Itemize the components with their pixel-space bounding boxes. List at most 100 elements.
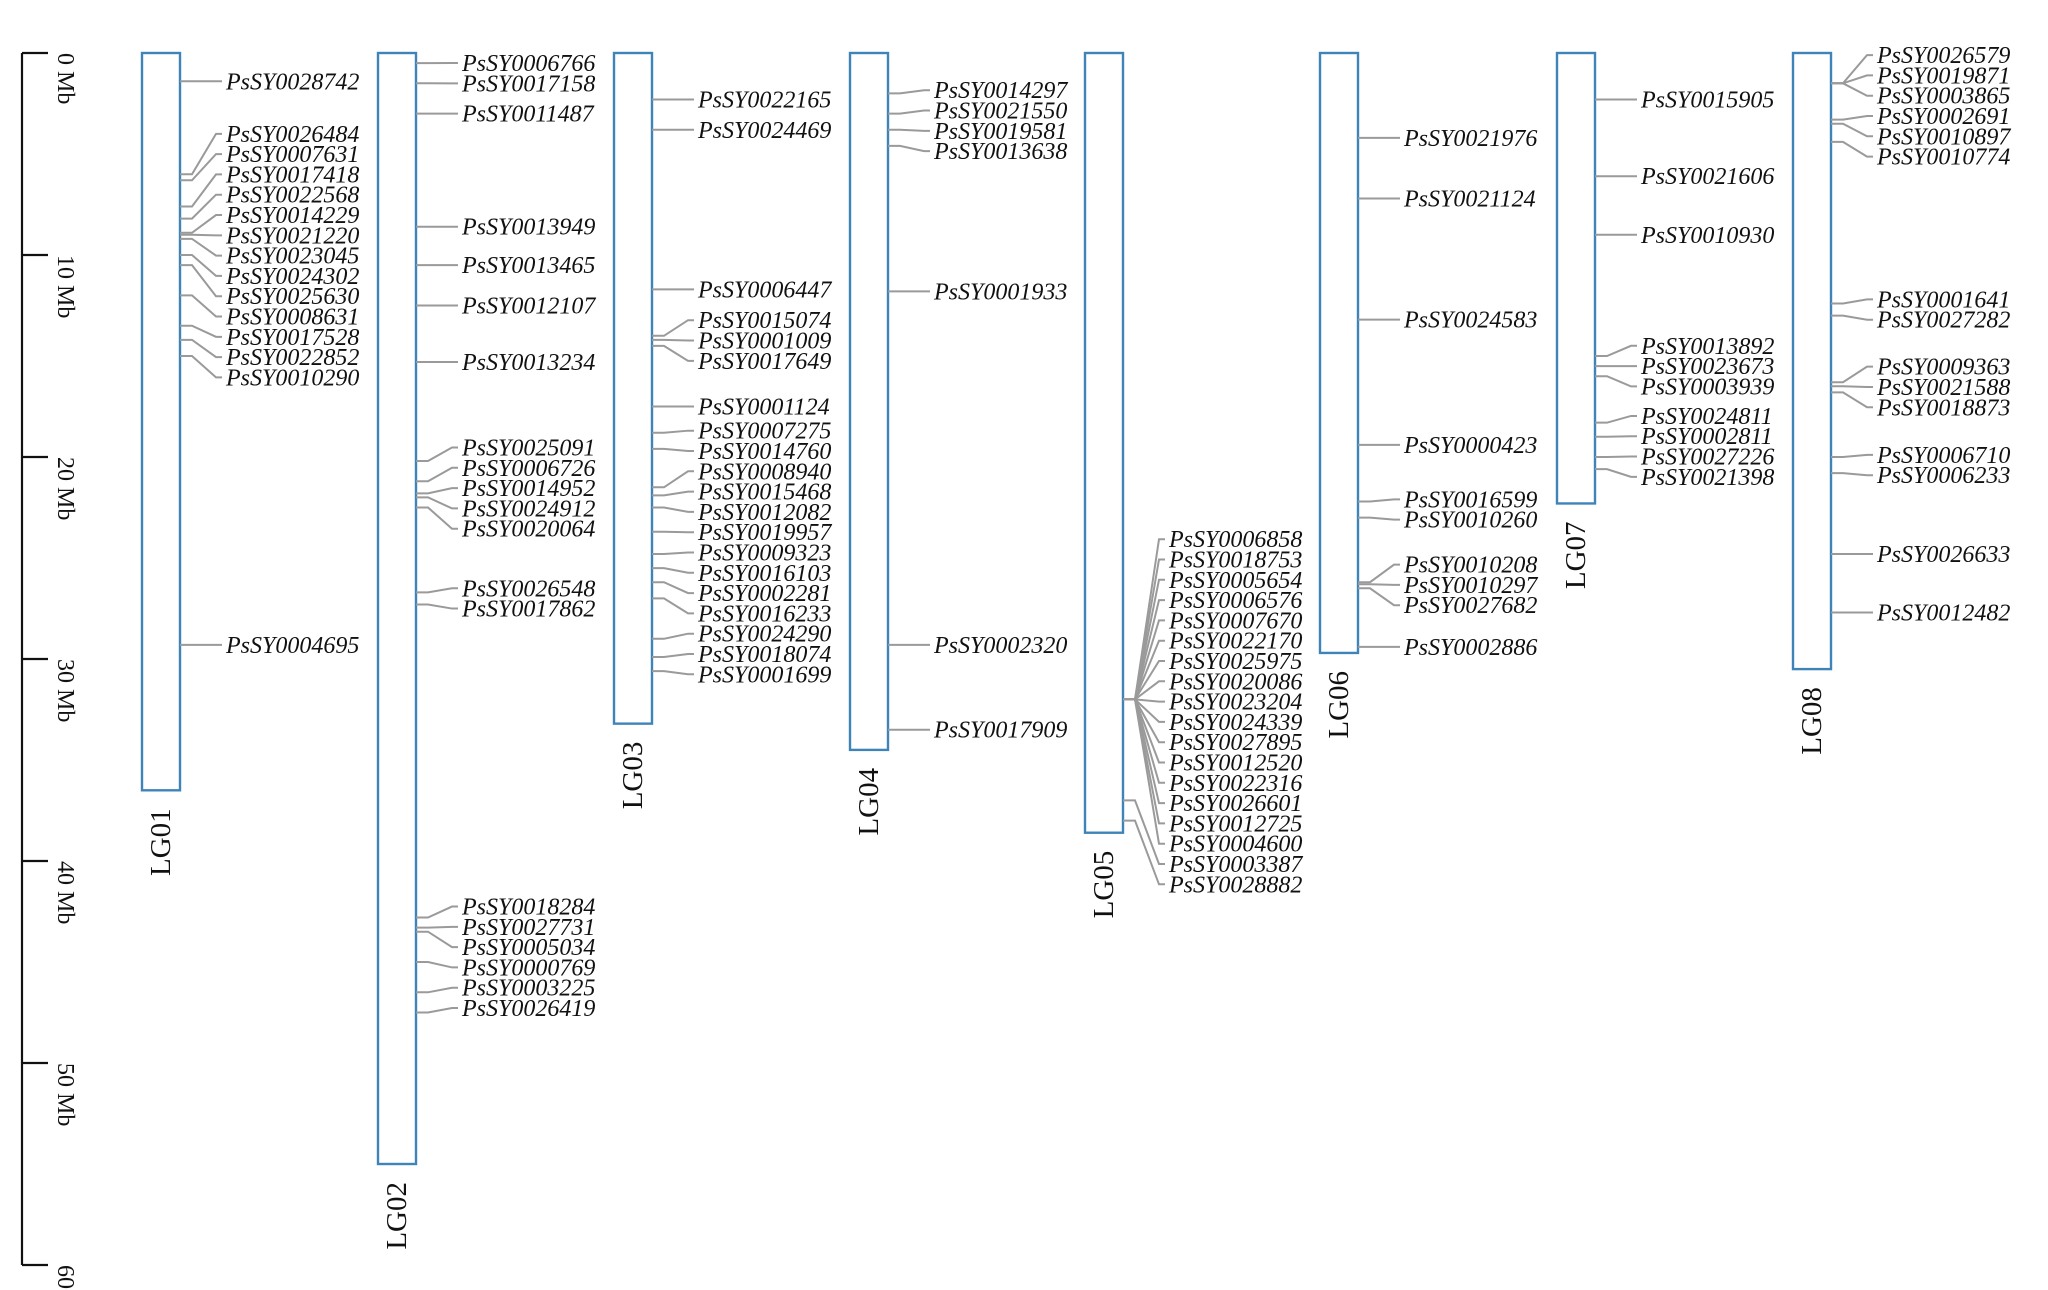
marker-label: PsSY0012482 [1876,601,2010,627]
marker-label: PsSY0024339 [1168,710,1302,736]
marker-label: PsSY0004600 [1168,832,1302,858]
marker-label: PsSY0024811 [1640,404,1773,430]
marker-label: PsSY0010260 [1403,508,1537,534]
marker-label: PsSY0002320 [933,633,1067,659]
marker-label: PsSY0013465 [461,253,595,279]
marker-label: PsSY0014952 [461,476,595,502]
marker-leader [1831,74,1873,85]
marker-label: PsSY0010774 [1876,145,2010,171]
marker-leader [1358,563,1400,584]
chromosome-bar [612,51,654,725]
marker-label: PsSY0001933 [933,279,1067,305]
marker-leader [180,264,222,298]
marker-label: PsSY0018873 [1876,395,2010,421]
marker-leader [652,670,694,676]
marker-label: PsSY0028742 [225,69,359,95]
marker-label: PsSY0013638 [933,139,1067,165]
marker-label: PsSY0005034 [461,935,595,961]
chromosomes: LG01PsSY0028742PsSY0026484PsSY0007631PsS… [140,43,2011,1250]
marker-leader [1831,298,1873,305]
marker-label: PsSY0020064 [461,517,595,543]
marker-label: PsSY0003225 [461,976,595,1002]
scale-tick-label: 20 Mb [52,457,78,520]
marker-label: PsSY0024290 [697,622,831,648]
marker-leader [1831,365,1873,384]
marker-label: PsSY0016103 [697,561,831,587]
chromosome-bar [1083,51,1125,834]
chromosome-bar [1318,51,1360,655]
marker-label: PsSY0012520 [1168,750,1302,776]
marker-label: PsSY0022316 [1168,771,1302,797]
marker-leader [1358,583,1400,586]
marker-leader [652,597,694,615]
marker-leader [652,551,694,555]
chromosome-lg04: LG04PsSY0014297PsSY0021550PsSY0019581PsS… [848,51,1068,836]
marker-leader [1831,115,1873,121]
marker-leader [180,214,222,234]
marker-label: PsSY0015905 [1640,87,1774,113]
marker-label: PsSY0018074 [697,642,831,668]
marker-leader [416,961,458,969]
marker-label: PsSY0011487 [461,102,595,128]
marker-label: PsSY0025091 [461,436,595,462]
marker-label: PsSY0006233 [1876,463,2010,489]
marker-label: PsSY0001641 [1876,287,2010,313]
marker-label: PsSY0001009 [697,329,831,355]
marker-label: PsSY0007631 [225,142,359,168]
marker-label: PsSY0021220 [225,223,359,249]
chromosome-label: LG04 [853,767,885,835]
marker-leader [416,506,458,530]
marker-leader [416,446,458,463]
marker-leader [416,930,458,949]
marker-label: PsSY0014229 [225,203,359,229]
marker-leader [652,429,694,434]
scale-tick-label: 10 Mb [52,255,78,318]
chromosome-bar [1791,51,1833,671]
marker-label: PsSY0009363 [1876,355,2010,381]
marker-leader [416,466,458,483]
marker-label: PsSY0007275 [697,419,831,445]
chromosome-label: LG05 [1088,851,1120,919]
marker-leader [652,567,694,574]
chromosome-lg02: LG02PsSY0006766PsSY0017158PsSY0011487PsS… [376,51,596,1250]
marker-leader [416,905,458,919]
marker-label: PsSY0012082 [697,500,831,526]
marker-leader [416,986,458,994]
marker-leader [416,603,458,610]
marker-label: PsSY0002811 [1640,424,1773,450]
marker-label: PsSY0004695 [225,633,359,659]
marker-leader [1595,344,1637,357]
marker-label: PsSY0002281 [697,581,831,607]
marker-label: PsSY0017862 [461,597,595,623]
marker-label: PsSY0021588 [1876,375,2010,401]
chromosome-label: LG06 [1323,671,1355,739]
marker-leader [652,338,694,342]
marker-label: PsSY0022165 [697,87,831,113]
marker-label: PsSY0017528 [225,325,359,351]
marker-leader [888,89,930,95]
scale-tick-label: 30 Mb [52,659,78,722]
marker-leader [1123,698,1165,723]
marker-leader [180,233,222,237]
scale-tick-label: 60 Mb [52,1265,78,1290]
marker-label: PsSY0013892 [1640,334,1774,360]
marker-label: PsSY0015074 [697,308,831,334]
marker-label: PsSY0021976 [1403,126,1537,152]
marker-label: PsSY0022852 [225,345,359,371]
marker-label: PsSY0027226 [1640,445,1774,471]
marker-label: PsSY0021550 [933,99,1067,125]
marker-label: PsSY0023204 [1168,690,1302,716]
marker-leader [1831,140,1873,158]
marker-leader [180,324,222,338]
marker-label: PsSY0008940 [697,459,831,485]
marker-leader [1595,468,1637,478]
marker-leader [1831,391,1873,409]
marker-label: PsSY0006726 [461,456,595,482]
marker-leader [1358,498,1400,503]
marker-leader [652,581,694,595]
marker-label: PsSY0018284 [461,895,595,921]
marker-label: PsSY0009323 [697,540,831,566]
marker-label: PsSY0002691 [1876,104,2010,130]
marker-label: PsSY0025630 [225,284,359,310]
